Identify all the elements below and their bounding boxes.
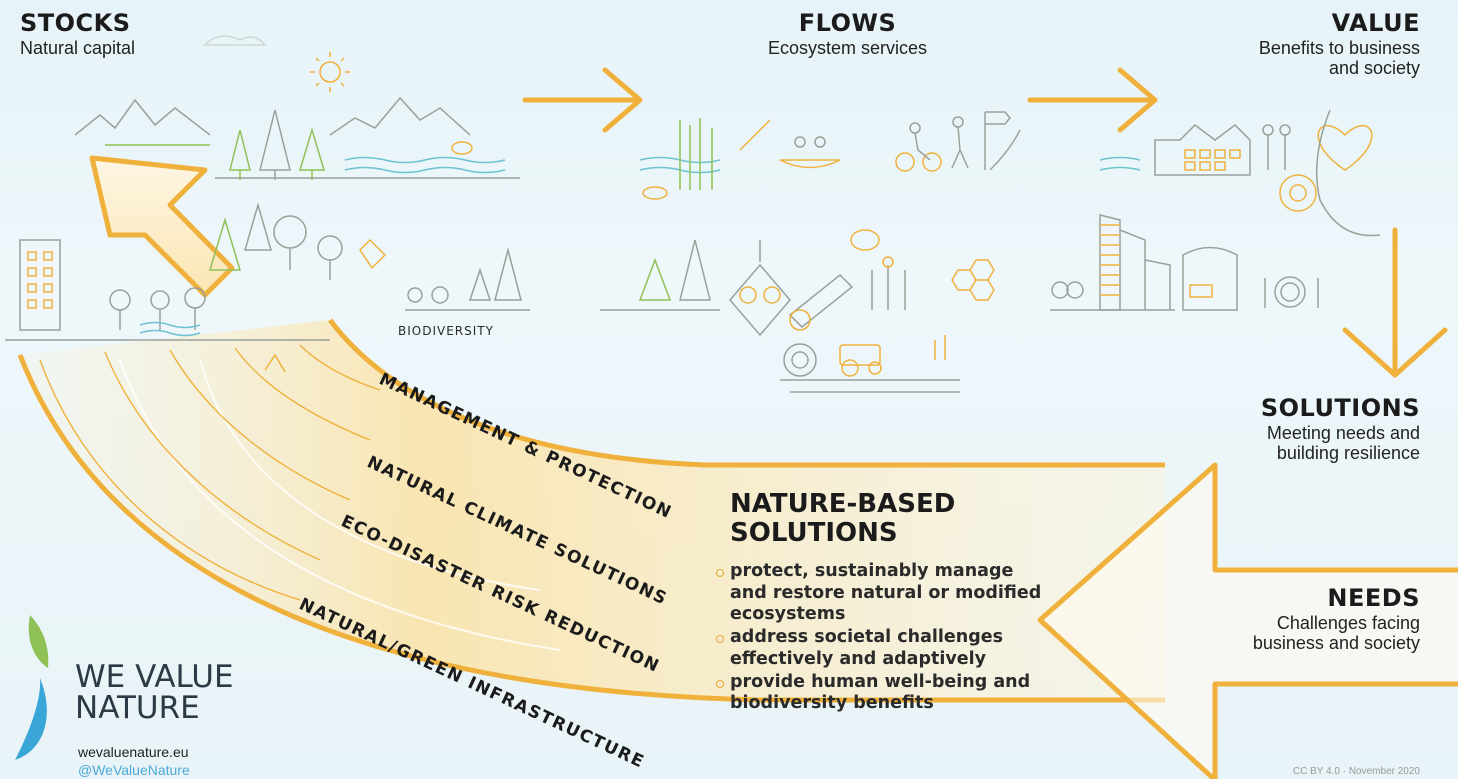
flows-illustration: [600, 111, 1021, 393]
flows-subtitle: Ecosystem services: [767, 37, 928, 58]
logo-line1: WE VALUE: [75, 659, 234, 695]
needs-subtitle-line2: business and society: [1252, 633, 1420, 654]
solutions-subtitle-line2: building resilience: [1276, 443, 1420, 464]
nbs-title: NATURE-BASED SOLUTIONS: [730, 490, 1030, 547]
needs-big-arrow: [1037, 462, 1458, 779]
stocks-illustration: [5, 35, 530, 373]
biodiversity-label: BIODIVERSITY: [398, 324, 494, 338]
nbs-title-line2: SOLUTIONS: [730, 517, 898, 548]
value-illustration: [1050, 109, 1381, 311]
nbs-bullet-address: address societal challenges effectively …: [716, 627, 1050, 670]
nbs-band-outer-edge: [17, 354, 1165, 703]
twitter-handle[interactable]: @WeValueNature: [78, 762, 190, 778]
nature-based-solutions-block: NATURE-BASED SOLUTIONS protect, sustaina…: [716, 490, 1050, 717]
needs-title: NEEDS: [1327, 584, 1420, 612]
flows-title: FLOWS: [798, 9, 897, 37]
value-title: VALUE: [1331, 9, 1420, 37]
logo-line2: NATURE: [75, 690, 200, 726]
logo-wordmark: WE VALUE NATURE: [75, 662, 234, 724]
solutions-title: SOLUTIONS: [1260, 394, 1420, 422]
nbs-bullet-protect: protect, sustainably manage and restore …: [716, 561, 1050, 625]
needs-subtitle-line1: Challenges facing: [1276, 612, 1420, 633]
stocks-header: STOCKS Natural capital: [20, 9, 136, 58]
website-link[interactable]: wevaluenature.eu: [78, 744, 189, 760]
solutions-subtitle-line1: Meeting needs and: [1266, 422, 1420, 443]
value-subtitle-line2: and society: [1328, 58, 1420, 79]
flow-arrows: [522, 67, 1448, 378]
leaf-drop-logo-icon: [15, 615, 49, 760]
needs-header: NEEDS Challenges facing business and soc…: [1252, 584, 1420, 654]
solutions-header: SOLUTIONS Meeting needs and building res…: [1260, 394, 1420, 464]
nbs-bullet-provide: provide human well-being and biodiversit…: [716, 672, 1050, 715]
stocks-title: STOCKS: [20, 9, 131, 37]
up-arrow: [89, 155, 235, 298]
feedback-arrows: [39, 344, 381, 601]
stocks-subtitle: Natural capital: [20, 37, 136, 58]
nbs-curved-band: [20, 320, 1165, 700]
nbs-title-line1: NATURE-BASED: [730, 489, 956, 519]
value-subtitle-line1: Benefits to business: [1258, 37, 1420, 58]
nbs-bullet-list: protect, sustainably manage and restore …: [716, 561, 1050, 715]
license-text: CC BY 4.0 · November 2020: [1292, 766, 1420, 777]
value-header: VALUE Benefits to business and society: [1258, 9, 1420, 79]
nbs-band-inner-edge: [328, 318, 1165, 468]
flows-header: FLOWS Ecosystem services: [745, 9, 950, 58]
